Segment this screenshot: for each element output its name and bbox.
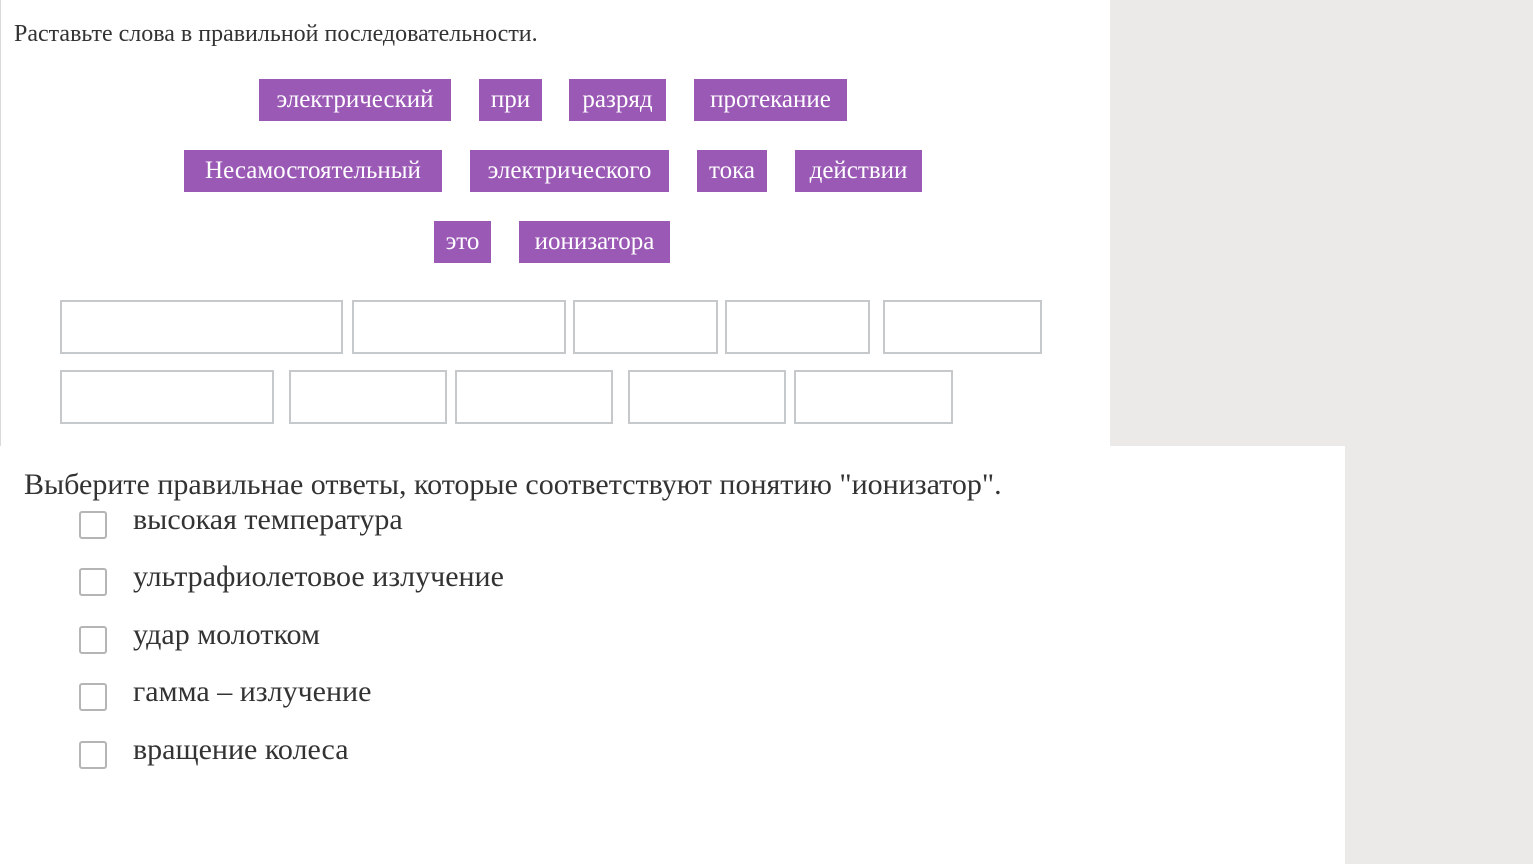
answer-slot-7[interactable] bbox=[289, 370, 447, 424]
answer-slot-4[interactable] bbox=[725, 300, 870, 354]
answer-slot-8[interactable] bbox=[455, 370, 613, 424]
option-label: вращение колеса bbox=[133, 733, 349, 766]
word-chip[interactable]: действии bbox=[795, 150, 922, 192]
word-chip[interactable]: Несамостоятельный bbox=[184, 150, 442, 192]
word-chip[interactable]: разряд bbox=[569, 79, 666, 121]
option-label: высокая температура bbox=[133, 503, 403, 536]
word-chip[interactable]: тока bbox=[697, 150, 767, 192]
checkbox[interactable] bbox=[79, 626, 107, 654]
answer-slot-1[interactable] bbox=[60, 300, 343, 354]
word-chip[interactable]: электрический bbox=[259, 79, 451, 121]
checkbox[interactable] bbox=[79, 568, 107, 596]
option-label: удар молотком bbox=[133, 618, 320, 651]
word-order-instruction: Раставьте слова в правильной последовате… bbox=[14, 21, 538, 47]
checkbox[interactable] bbox=[79, 683, 107, 711]
answer-slot-10[interactable] bbox=[794, 370, 953, 424]
answer-slot-9[interactable] bbox=[628, 370, 786, 424]
word-chip[interactable]: протекание bbox=[694, 79, 847, 121]
word-chip[interactable]: ионизатора bbox=[519, 221, 670, 263]
checkbox[interactable] bbox=[79, 511, 107, 539]
word-chip[interactable]: это bbox=[434, 221, 491, 263]
checkbox[interactable] bbox=[79, 741, 107, 769]
answer-slot-6[interactable] bbox=[60, 370, 274, 424]
word-chip[interactable]: электрического bbox=[470, 150, 669, 192]
option-label: гамма – излучение bbox=[133, 675, 372, 708]
answer-slot-2[interactable] bbox=[352, 300, 566, 354]
option-label: ультрафиолетовое излучение bbox=[133, 560, 504, 593]
choice-question-panel bbox=[0, 446, 1345, 864]
answer-slot-5[interactable] bbox=[883, 300, 1042, 354]
word-chip[interactable]: при bbox=[479, 79, 542, 121]
question-text: Выберите правильнае ответы, которые соот… bbox=[24, 468, 1002, 501]
answer-slot-3[interactable] bbox=[573, 300, 718, 354]
